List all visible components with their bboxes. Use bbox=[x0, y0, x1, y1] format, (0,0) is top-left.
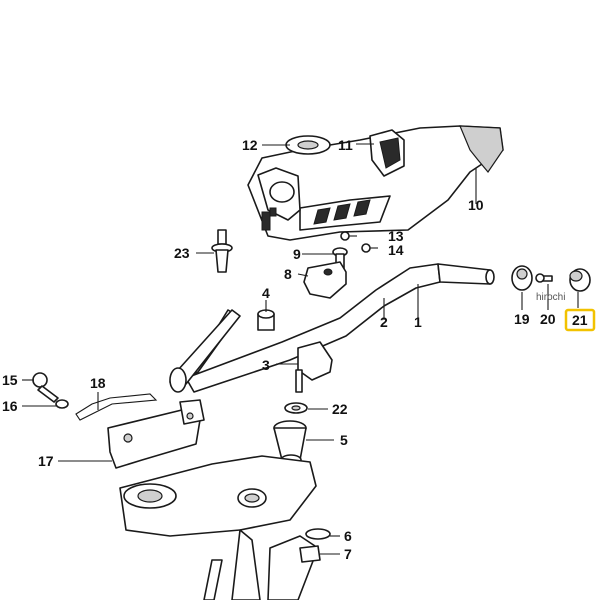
callout-4: 4 bbox=[262, 285, 270, 301]
callout-16: 16 bbox=[2, 398, 18, 414]
part-23-push-rivet bbox=[211, 229, 233, 273]
part-17-bracket bbox=[107, 399, 205, 469]
part-4-spacer bbox=[257, 309, 275, 331]
callout-10: 10 bbox=[468, 197, 484, 213]
callout-23: 23 bbox=[174, 245, 190, 261]
part-8-clamp bbox=[303, 261, 347, 299]
part-16-washer bbox=[55, 399, 69, 409]
callout-2: 2 bbox=[380, 314, 388, 330]
callout-11: 11 bbox=[338, 137, 353, 153]
part-12-grommet bbox=[285, 135, 331, 155]
callout-6: 6 bbox=[344, 528, 352, 544]
callout-9: 9 bbox=[293, 246, 301, 262]
callout-1: 1 bbox=[414, 314, 422, 330]
part-19-bar-end-weight bbox=[511, 265, 533, 291]
callout-22: 22 bbox=[332, 401, 348, 417]
highlight-box-21 bbox=[564, 308, 596, 332]
callout-18: 18 bbox=[90, 375, 106, 391]
callout-8: 8 bbox=[284, 266, 292, 282]
callout-7: 7 bbox=[344, 546, 352, 562]
part-3-lower-clamp bbox=[295, 341, 333, 393]
part-18-wire-clip bbox=[75, 393, 158, 421]
part-14-screw bbox=[361, 243, 378, 253]
part-7-nut bbox=[299, 545, 321, 563]
callout-14: 14 bbox=[388, 242, 404, 258]
callout-19: 19 bbox=[514, 311, 530, 327]
callout-13: 13 bbox=[388, 228, 404, 244]
callout-15: 15 bbox=[2, 372, 18, 388]
part-13-screw bbox=[340, 231, 357, 241]
part-20-bar-end-screw bbox=[535, 273, 553, 283]
callout-12: 12 bbox=[242, 137, 258, 153]
callout-20: 20 bbox=[540, 311, 556, 327]
callout-17: 17 bbox=[38, 453, 54, 469]
part-22-washer bbox=[284, 402, 308, 414]
fork-bridge bbox=[119, 455, 319, 600]
part-21-bar-end-cap bbox=[569, 268, 591, 292]
part-15-screw bbox=[32, 372, 59, 403]
watermark-text: hirochi bbox=[536, 292, 565, 303]
callout-5: 5 bbox=[340, 432, 348, 448]
callout-labels: 12 11 10 23 13 14 9 8 4 2 1 3 19 20 21 1… bbox=[2, 137, 596, 562]
leader-lines bbox=[22, 143, 579, 555]
part-1-2-handlebar bbox=[169, 263, 495, 393]
part-11-clip bbox=[369, 129, 405, 177]
callout-21: 21 bbox=[572, 312, 588, 328]
part-6-washer bbox=[305, 528, 331, 540]
callout-3: 3 bbox=[262, 357, 270, 373]
